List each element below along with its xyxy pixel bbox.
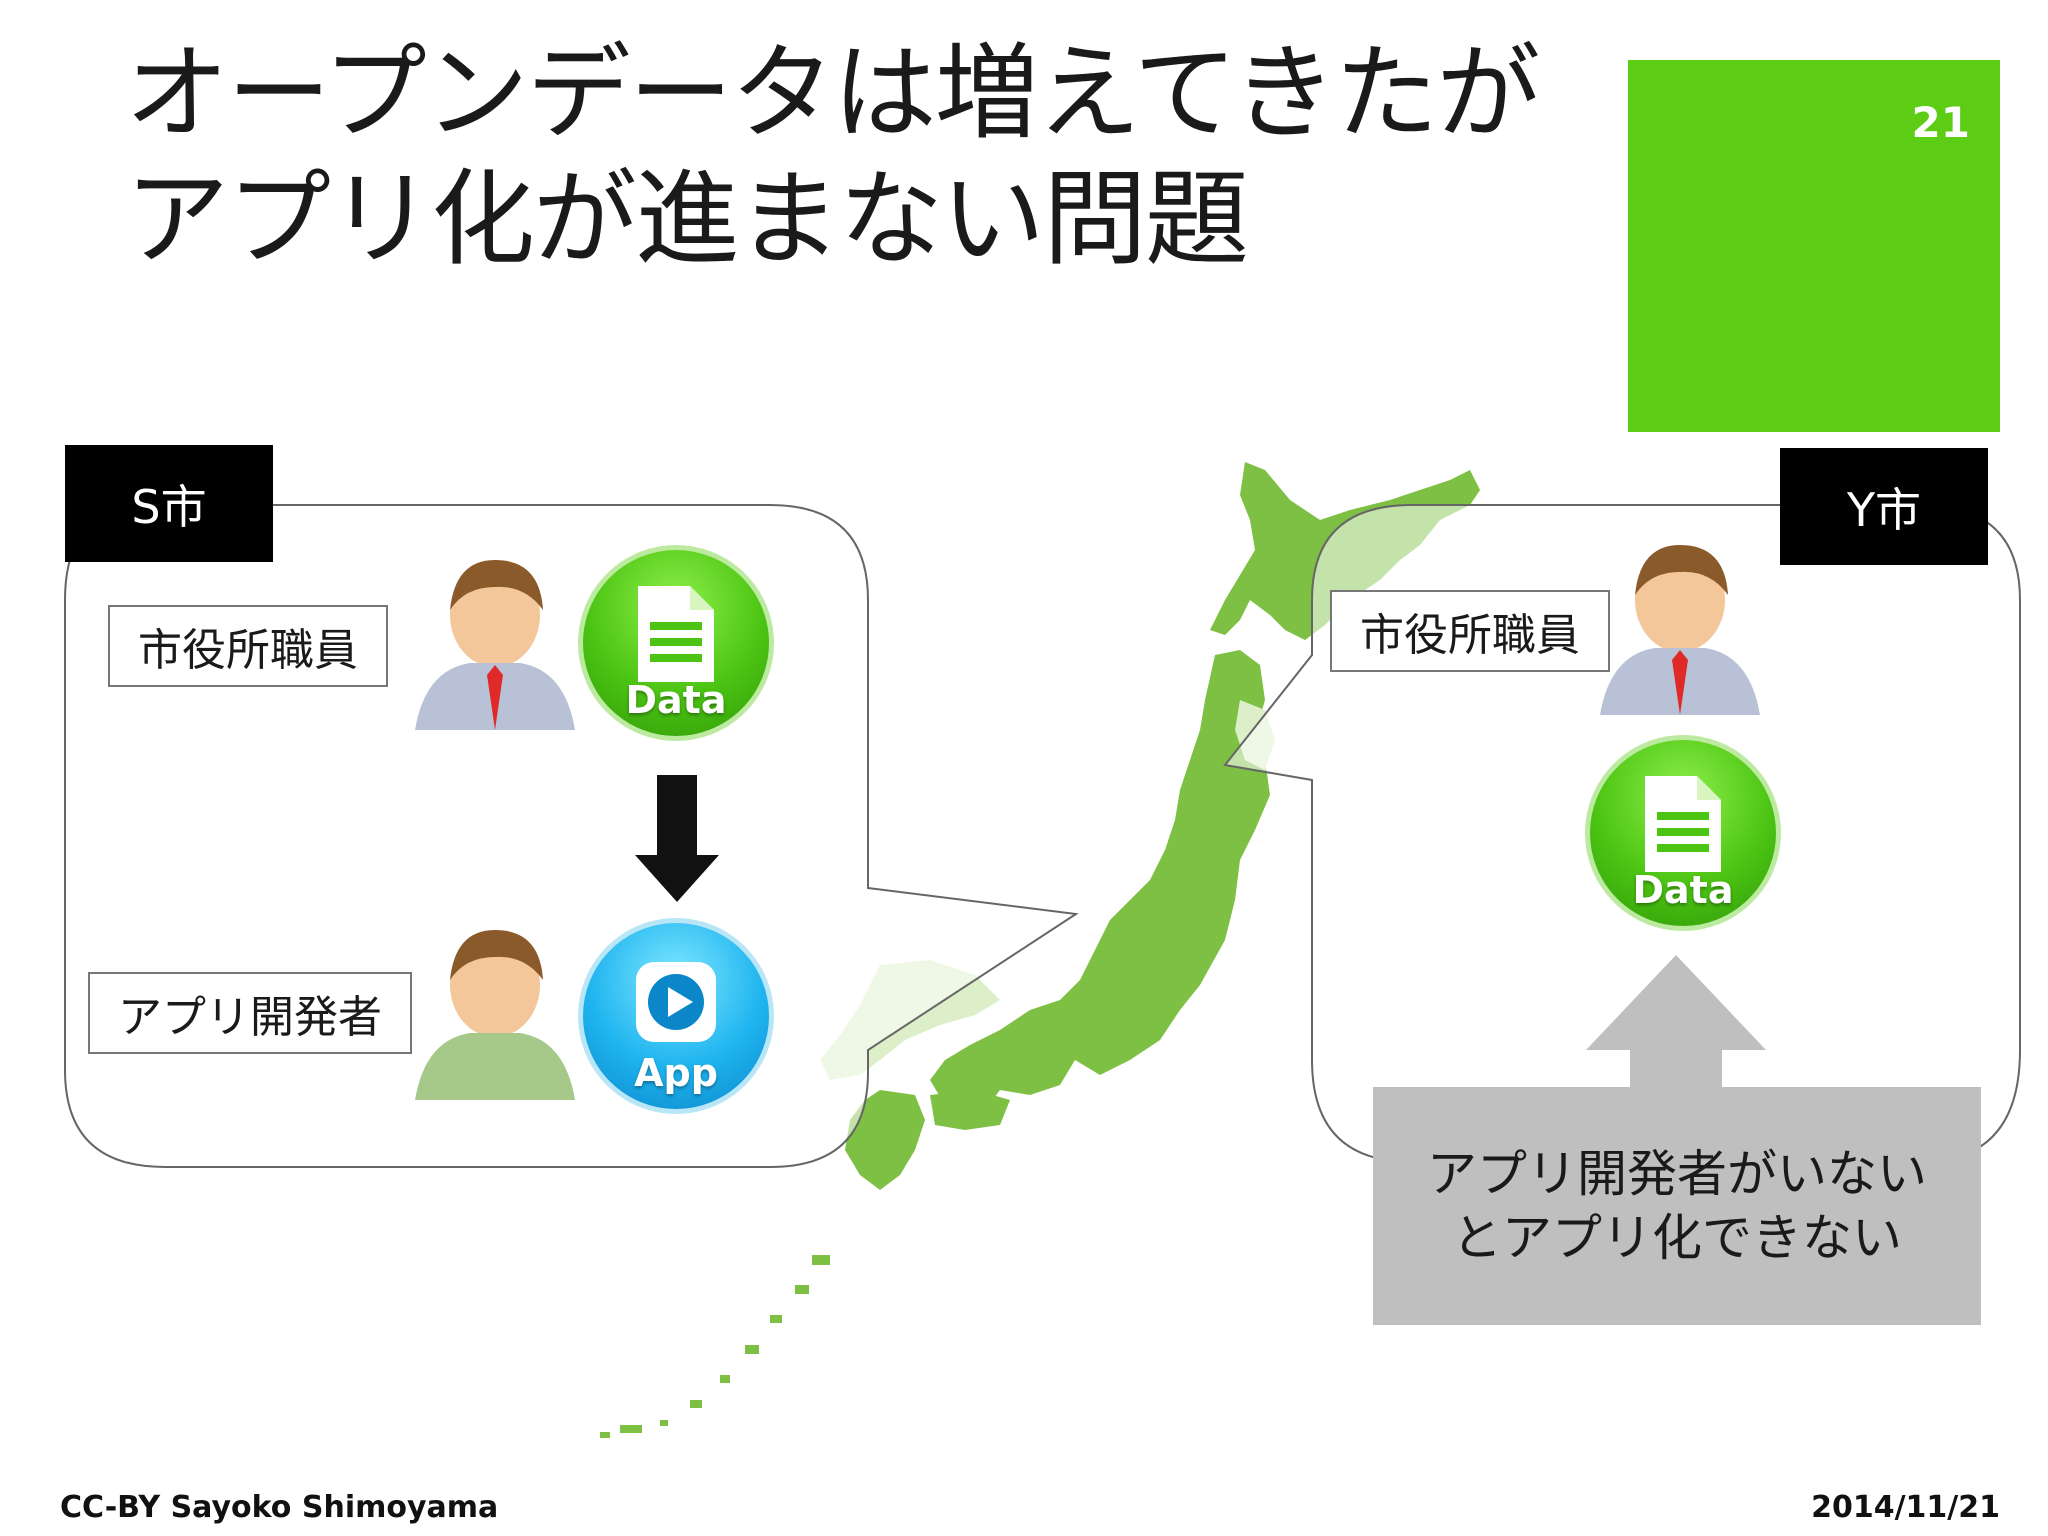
footer-license: CC-BY Sayoko Shimoyama <box>60 1490 499 1525</box>
left-city-tag: S市 <box>65 445 273 562</box>
island-6 <box>690 1400 702 1408</box>
callout-line-1: アプリ開発者がいない <box>1427 1145 1927 1203</box>
left-staff-label: 市役所職員 <box>108 605 388 687</box>
island-8 <box>620 1425 642 1433</box>
island-9 <box>600 1432 610 1438</box>
data-icon-left: Data <box>578 545 774 741</box>
data-icon-left-label: Data <box>625 678 727 722</box>
map-shikoku <box>930 1090 1010 1130</box>
map-kyushu <box>845 1090 925 1190</box>
person-icon-left-developer <box>415 930 575 1100</box>
island-4 <box>745 1345 759 1354</box>
document-icon <box>1645 776 1721 872</box>
left-city-tag-text: S市 <box>131 479 207 534</box>
person-icon-left-staff <box>415 560 575 730</box>
play-icon <box>636 962 716 1042</box>
right-staff-label: 市役所職員 <box>1330 590 1610 672</box>
app-icon-label: App <box>634 1051 718 1095</box>
slide-title-line-1: オープンデータは増えてきたが <box>125 32 1540 154</box>
down-arrow-icon <box>635 775 719 902</box>
map-southern-islands <box>600 1255 830 1438</box>
page-number-box: 21 <box>1628 60 2000 432</box>
callout-box: アプリ開発者がいない とアプリ化できない <box>1373 1087 1981 1325</box>
data-icon-right-label: Data <box>1632 868 1734 912</box>
footer-date: 2014/11/21 <box>1811 1490 2000 1525</box>
island-3 <box>770 1315 782 1323</box>
slide-title-line-2: アプリ化が進まない問題 <box>125 158 1249 280</box>
island-1 <box>812 1255 830 1265</box>
left-developer-label: アプリ開発者 <box>88 972 412 1054</box>
right-city-tag: Y市 <box>1780 448 1988 565</box>
page-number: 21 <box>1911 98 1970 147</box>
left-developer-label-text: アプリ開発者 <box>118 992 382 1043</box>
data-icon-right: Data <box>1585 735 1781 931</box>
island-5 <box>720 1375 730 1383</box>
island-2 <box>795 1285 809 1294</box>
up-arrow-icon <box>1586 955 1766 1090</box>
island-7 <box>660 1420 668 1426</box>
right-staff-label-text: 市役所職員 <box>1360 610 1580 661</box>
map-honshu <box>930 650 1270 1120</box>
document-icon <box>638 586 714 682</box>
slide-title: オープンデータは増えてきたが アプリ化が進まない問題 <box>125 30 1605 282</box>
left-staff-label-text: 市役所職員 <box>138 625 358 676</box>
person-icon-right-staff <box>1600 545 1760 715</box>
callout-line-2: とアプリ化できない <box>1452 1209 1902 1267</box>
right-city-tag-text: Y市 <box>1846 482 1922 537</box>
app-icon: App <box>578 918 774 1114</box>
